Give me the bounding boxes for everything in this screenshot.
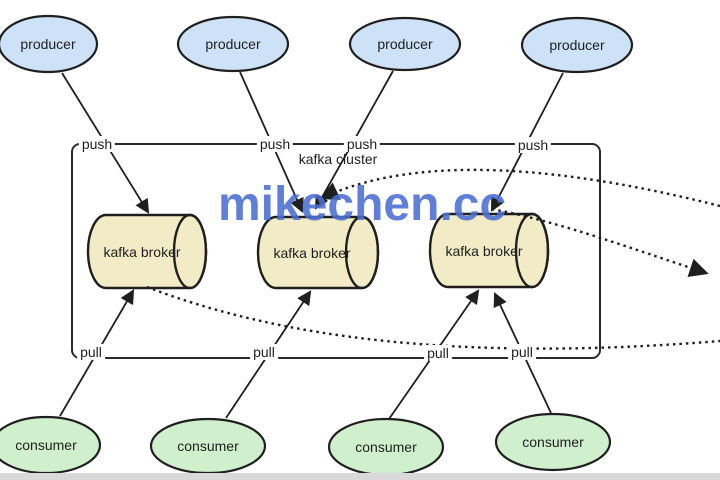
push-edge-label-1: push <box>78 136 116 152</box>
consumer-node-4 <box>494 412 612 472</box>
producer-label-2: producer <box>205 36 261 52</box>
producer-node-1 <box>0 14 99 74</box>
dotted-curve-from-broker1 <box>146 285 720 350</box>
pull-edge-label-3: pull <box>424 345 452 361</box>
consumer-label-4: consumer <box>522 434 584 450</box>
broker-node-1 <box>86 213 208 290</box>
producer-label-3: producer <box>377 36 433 52</box>
watermark: mikechen.cc <box>218 178 507 231</box>
producer-node-2 <box>176 15 290 73</box>
producer-label-1: producer <box>20 36 76 52</box>
push-edge-label-3: push <box>343 136 381 152</box>
broker-node-3 <box>428 212 550 289</box>
push-edge-label-2: push <box>256 136 294 152</box>
consumer-label-2: consumer <box>177 438 239 454</box>
kafka-cluster-label: kafka cluster <box>298 151 378 167</box>
broker-label-2: kafka broker <box>273 245 351 261</box>
broker-cap <box>514 212 550 289</box>
broker-cap <box>172 213 208 290</box>
push-edge-label-4: push <box>514 137 552 153</box>
pull-edge-label-1: pull <box>77 344 105 360</box>
dotted-arrow-to-broker2 <box>319 168 720 208</box>
bottom-gray-strip <box>0 473 720 480</box>
producer-node-3 <box>348 16 462 72</box>
broker-cap <box>344 215 380 290</box>
producer-node-4 <box>520 16 634 74</box>
pull-edge-label-2: pull <box>250 344 278 360</box>
producer-label-4: producer <box>549 37 605 53</box>
pull-edge-label-4: pull <box>508 344 536 360</box>
kafka-cluster-box <box>71 143 601 359</box>
broker-label-1: kafka broker <box>103 244 181 260</box>
broker-node-2 <box>256 215 380 290</box>
consumer-label-1: consumer <box>15 437 77 453</box>
broker-label-3: kafka broker <box>445 243 523 259</box>
consumer-label-3: consumer <box>355 439 417 455</box>
